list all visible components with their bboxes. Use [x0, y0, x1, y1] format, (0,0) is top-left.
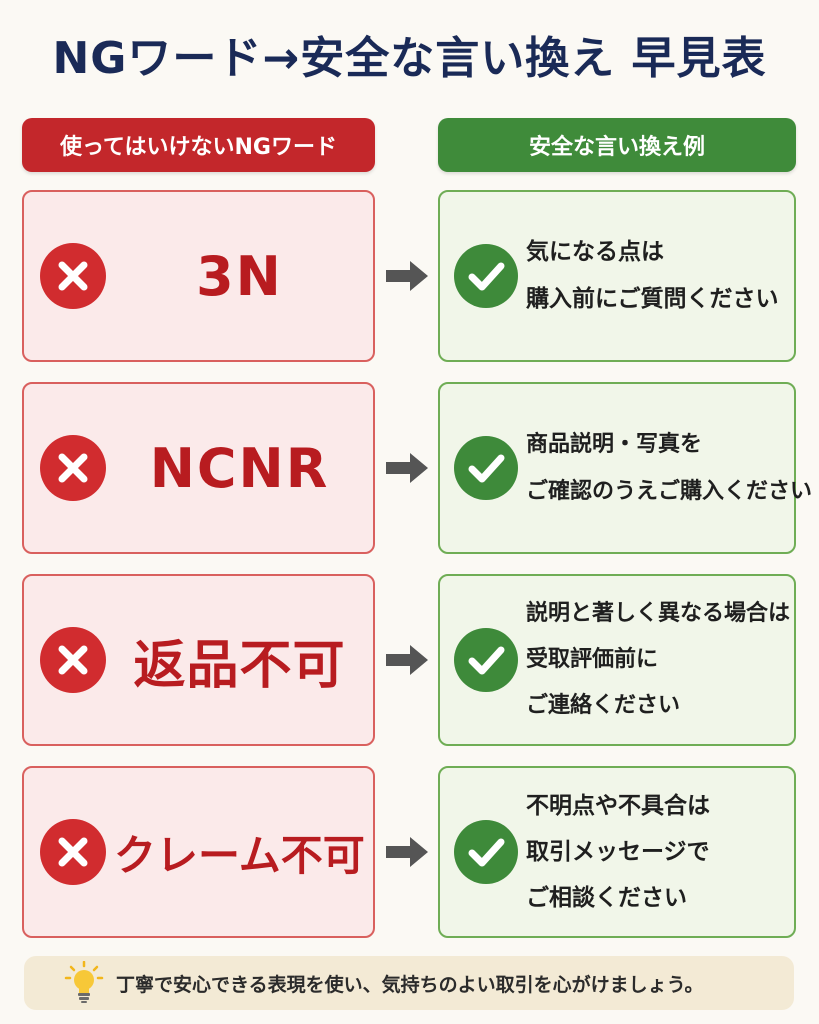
lightbulb-icon	[64, 961, 104, 1005]
safe-column-header: 安全な言い換え例	[438, 118, 796, 172]
x-circle-icon	[40, 243, 106, 309]
safe-phrase-line: 購入前にご質問ください	[526, 286, 779, 312]
safe-phrase-card: 不明点や不具合は 取引メッセージで ご相談ください	[438, 766, 796, 938]
safe-phrase-line: 不明点や不具合は	[526, 793, 710, 819]
safe-phrase-line: ご確認のうえご購入ください	[526, 479, 813, 504]
safe-phrase-line: 説明と著しく異なる場合は	[526, 601, 791, 626]
ng-word: 3N	[196, 244, 283, 308]
comparison-row: 3N 気になる点は 購入前にご質問ください	[0, 190, 819, 362]
safe-phrase: 気になる点は 購入前にご質問ください	[526, 192, 788, 360]
ng-word-card: クレーム不可	[22, 766, 375, 938]
comparison-row: クレーム不可 不明点や不具合は 取引メッセージで ご相談ください	[0, 766, 819, 938]
arrow-right-icon	[384, 258, 430, 294]
arrow-right-icon	[384, 642, 430, 678]
x-circle-icon	[40, 819, 106, 885]
safe-phrase-card: 商品説明・写真を ご確認のうえご購入ください	[438, 382, 813, 554]
check-circle-icon	[454, 244, 518, 308]
comparison-row: NCNR 商品説明・写真を ご確認のうえご購入ください	[0, 382, 819, 554]
x-circle-icon	[40, 435, 106, 501]
ng-word: NCNR	[149, 436, 330, 500]
safe-phrase-line: ご相談ください	[526, 885, 687, 911]
safe-phrase-card: 気になる点は 購入前にご質問ください	[438, 190, 796, 362]
safe-phrase: 商品説明・写真を ご確認のうえご購入ください	[526, 384, 813, 552]
x-circle-icon	[40, 627, 106, 693]
safe-phrase-card: 説明と著しく異なる場合は 受取評価前に ご連絡ください	[438, 574, 796, 746]
ng-column-header: 使ってはいけないNGワード	[22, 118, 375, 172]
ng-word-card: 返品不可	[22, 574, 375, 746]
footer-tip: 丁寧で安心できる表現を使い、気持ちのよい取引を心がけましょう。	[24, 956, 794, 1010]
comparison-row: 返品不可 説明と著しく異なる場合は 受取評価前に ご連絡ください	[0, 574, 819, 746]
ng-word-card: NCNR	[22, 382, 375, 554]
safe-phrase: 不明点や不具合は 取引メッセージで ご相談ください	[526, 768, 788, 936]
arrow-right-icon	[384, 450, 430, 486]
safe-phrase: 説明と著しく異なる場合は 受取評価前に ご連絡ください	[526, 576, 791, 744]
check-circle-icon	[454, 820, 518, 884]
safe-phrase-line: 気になる点は	[526, 239, 664, 265]
safe-phrase-line: ご連絡ください	[526, 693, 681, 718]
safe-phrase-line: 取引メッセージで	[526, 839, 710, 865]
safe-phrase-line: 商品説明・写真を	[526, 432, 703, 457]
ng-word: クレーム不可	[114, 830, 365, 880]
ng-word-card: 3N	[22, 190, 375, 362]
check-circle-icon	[454, 628, 518, 692]
footer-text: 丁寧で安心できる表現を使い、気持ちのよい取引を心がけましょう。	[116, 973, 704, 996]
check-circle-icon	[454, 436, 518, 500]
page-title: NGワード→安全な言い換え 早見表	[52, 33, 767, 84]
ng-word: 返品不可	[133, 635, 346, 696]
safe-phrase-line: 受取評価前に	[526, 647, 659, 672]
arrow-right-icon	[384, 834, 430, 870]
